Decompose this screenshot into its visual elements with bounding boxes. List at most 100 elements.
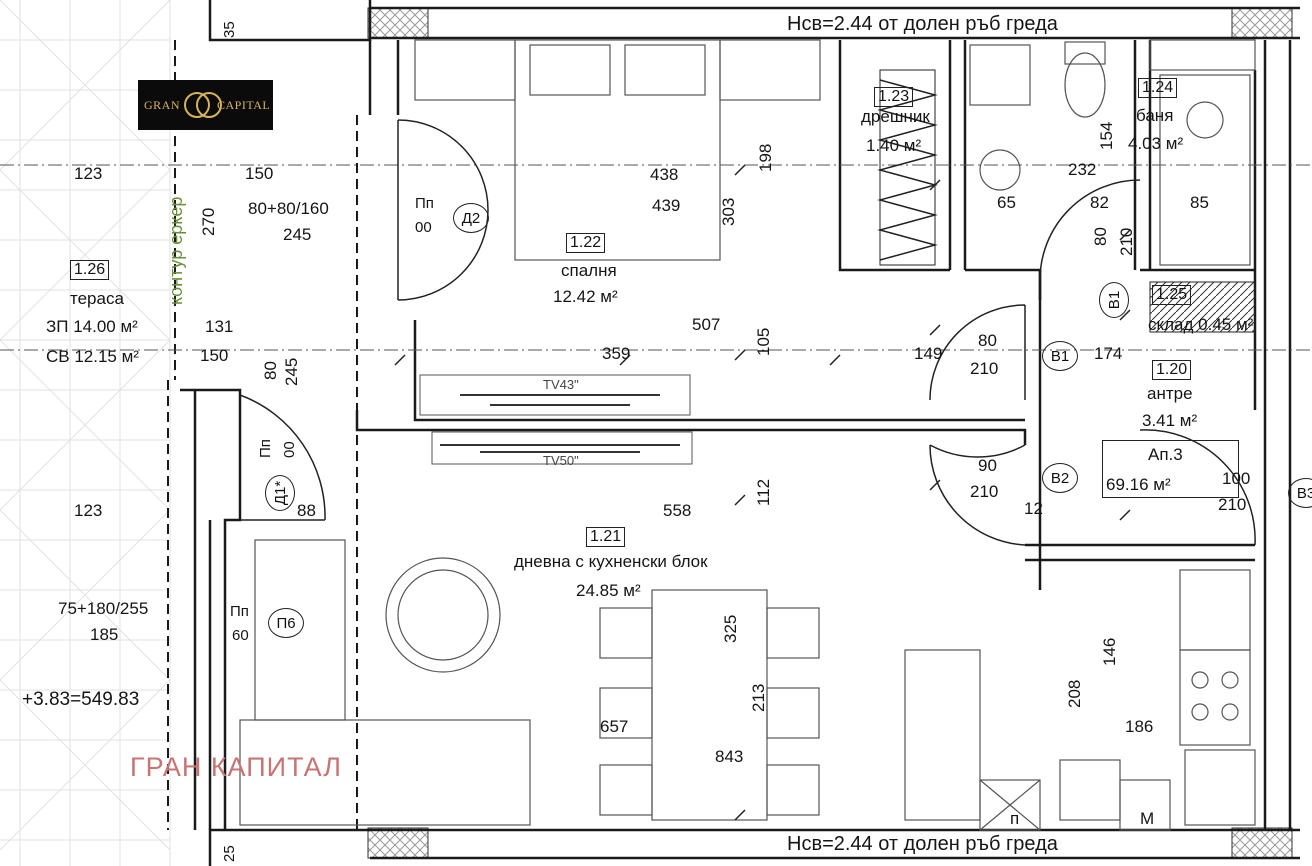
dim-359: 359	[602, 344, 631, 363]
bed-outline	[414, 39, 821, 261]
door-b1a-width: 80	[1091, 227, 1110, 246]
dim-303: 303	[719, 197, 738, 226]
door-swings	[239, 119, 1256, 546]
living-furniture	[239, 539, 1256, 831]
logo-text-right: CAPITAL	[217, 98, 271, 112]
apartment-box	[1102, 440, 1239, 498]
elevation-mark: +3.83=549.83	[22, 689, 140, 710]
bath-area: 4.03 м²	[1128, 134, 1184, 153]
living-area: 24.85 м²	[576, 581, 641, 600]
watermark: ГРАН КАПИТАЛ	[130, 752, 342, 782]
door-p6-size: 75+180/255	[58, 599, 149, 618]
living-name: дневна с кухненски блок	[514, 552, 708, 571]
door-b2-height: 210	[970, 482, 999, 501]
door-b1b-height: 210	[970, 359, 999, 378]
dimension-ticks	[394, 164, 1131, 821]
dashed-lines	[167, 40, 358, 830]
dim-150-bottom: 150	[200, 346, 229, 365]
top-wall-hatch-1	[367, 7, 429, 39]
door-d2-size: 80+80/160	[248, 199, 329, 218]
dim-88: 88	[297, 501, 316, 520]
logo-rings-icon	[184, 92, 222, 118]
hall-number: 1.20	[1152, 360, 1192, 380]
door-b2-tag: В2	[1042, 463, 1078, 493]
dim-105: 105	[754, 327, 773, 356]
dim-82: 82	[1090, 193, 1109, 212]
bath-fixtures	[969, 39, 1256, 266]
door-d1-pp2: 00	[281, 441, 298, 458]
dim-657: 657	[600, 717, 629, 736]
dim-154: 154	[1097, 121, 1116, 150]
dim-270: 270	[199, 207, 218, 236]
storage-name: склад 0.45 м²	[1148, 315, 1254, 334]
door-b2-width: 90	[978, 456, 997, 475]
dim-123-top: 123	[74, 164, 103, 183]
door-b3-width: 100	[1222, 469, 1251, 488]
door-b1a-height: 210	[1117, 227, 1136, 256]
door-b1b-width: 80	[978, 331, 997, 350]
dim-131: 131	[205, 317, 234, 336]
dim-843: 843	[715, 747, 744, 766]
closet-number: 1.23	[874, 87, 914, 107]
bedroom-area: 12.42 м²	[553, 287, 618, 306]
dim-25: 25	[221, 845, 238, 862]
dim-232: 232	[1068, 160, 1097, 179]
storage-number: 1.25	[1152, 285, 1192, 305]
terrace-zp: ЗП 14.00 м²	[46, 317, 138, 336]
bottom-wall-hatch-1	[367, 827, 429, 859]
door-d1-height: 245	[282, 357, 301, 386]
dim-438: 438	[650, 165, 679, 184]
apartment-name: Ап.3	[1148, 445, 1183, 464]
door-d1-width: 80	[261, 361, 280, 380]
tv-43-label: TV43"	[543, 377, 579, 392]
dim-150-top: 150	[245, 164, 274, 183]
dim-112: 112	[754, 478, 773, 506]
dim-507: 507	[692, 315, 721, 334]
closet-area: 1.40 м²	[866, 136, 922, 155]
dim-439: 439	[652, 196, 681, 215]
dim-12: 12	[1024, 499, 1043, 518]
dim-208: 208	[1065, 679, 1084, 708]
walls	[180, 0, 1300, 866]
closet-rail	[879, 69, 936, 266]
tv-43	[460, 394, 660, 406]
tv-cabinet-bottom	[431, 431, 693, 465]
contour-label: контур еркер	[166, 196, 186, 305]
terrace-sv: СВ 12.15 м²	[46, 347, 139, 366]
fixture-p-label: п	[1010, 809, 1020, 828]
dim-123-bottom: 123	[74, 501, 103, 520]
dim-325: 325	[721, 614, 740, 643]
door-p6-tag: П6	[268, 608, 304, 638]
fixture-m-label: М	[1140, 809, 1155, 828]
terrace-name: тераса	[70, 289, 124, 308]
dim-174: 174	[1094, 344, 1123, 363]
terrace-number: 1.26	[70, 260, 110, 280]
terrace-grid	[0, 0, 171, 866]
door-b1b-tag: В1	[1042, 341, 1078, 371]
storage-hatch	[1149, 281, 1256, 333]
bath-number: 1.24	[1138, 78, 1178, 98]
living-number: 1.21	[586, 527, 626, 547]
dim-198: 198	[756, 143, 775, 172]
tv-cabinet-top	[419, 374, 691, 416]
dim-558: 558	[663, 501, 692, 520]
top-wall-hatch-2	[1231, 7, 1293, 39]
ceiling-height-note-bottom: Нсв=2.44 от долен ръб греда	[787, 833, 1058, 855]
dim-35: 35	[221, 21, 238, 38]
door-d1-tag: Д1*	[265, 475, 295, 511]
bedroom-name: спалня	[561, 261, 617, 280]
hall-area: 3.41 м²	[1142, 411, 1198, 430]
closet-name: дрешник	[861, 107, 930, 126]
door-b1a-tag: В1	[1099, 282, 1129, 318]
tv-50-label: TV50"	[543, 453, 579, 468]
dim-186: 186	[1125, 717, 1154, 736]
bath-name: баня	[1136, 106, 1174, 125]
hall-name: антре	[1147, 384, 1193, 403]
brand-logo: GRAN CAPITAL	[138, 80, 273, 130]
bedroom-number: 1.22	[566, 233, 606, 253]
apartment-area: 69.16 м²	[1106, 475, 1171, 494]
closet-zigzag	[877, 79, 938, 261]
door-p6-pp: Пп	[230, 603, 249, 620]
door-d2-height: 245	[283, 225, 312, 244]
